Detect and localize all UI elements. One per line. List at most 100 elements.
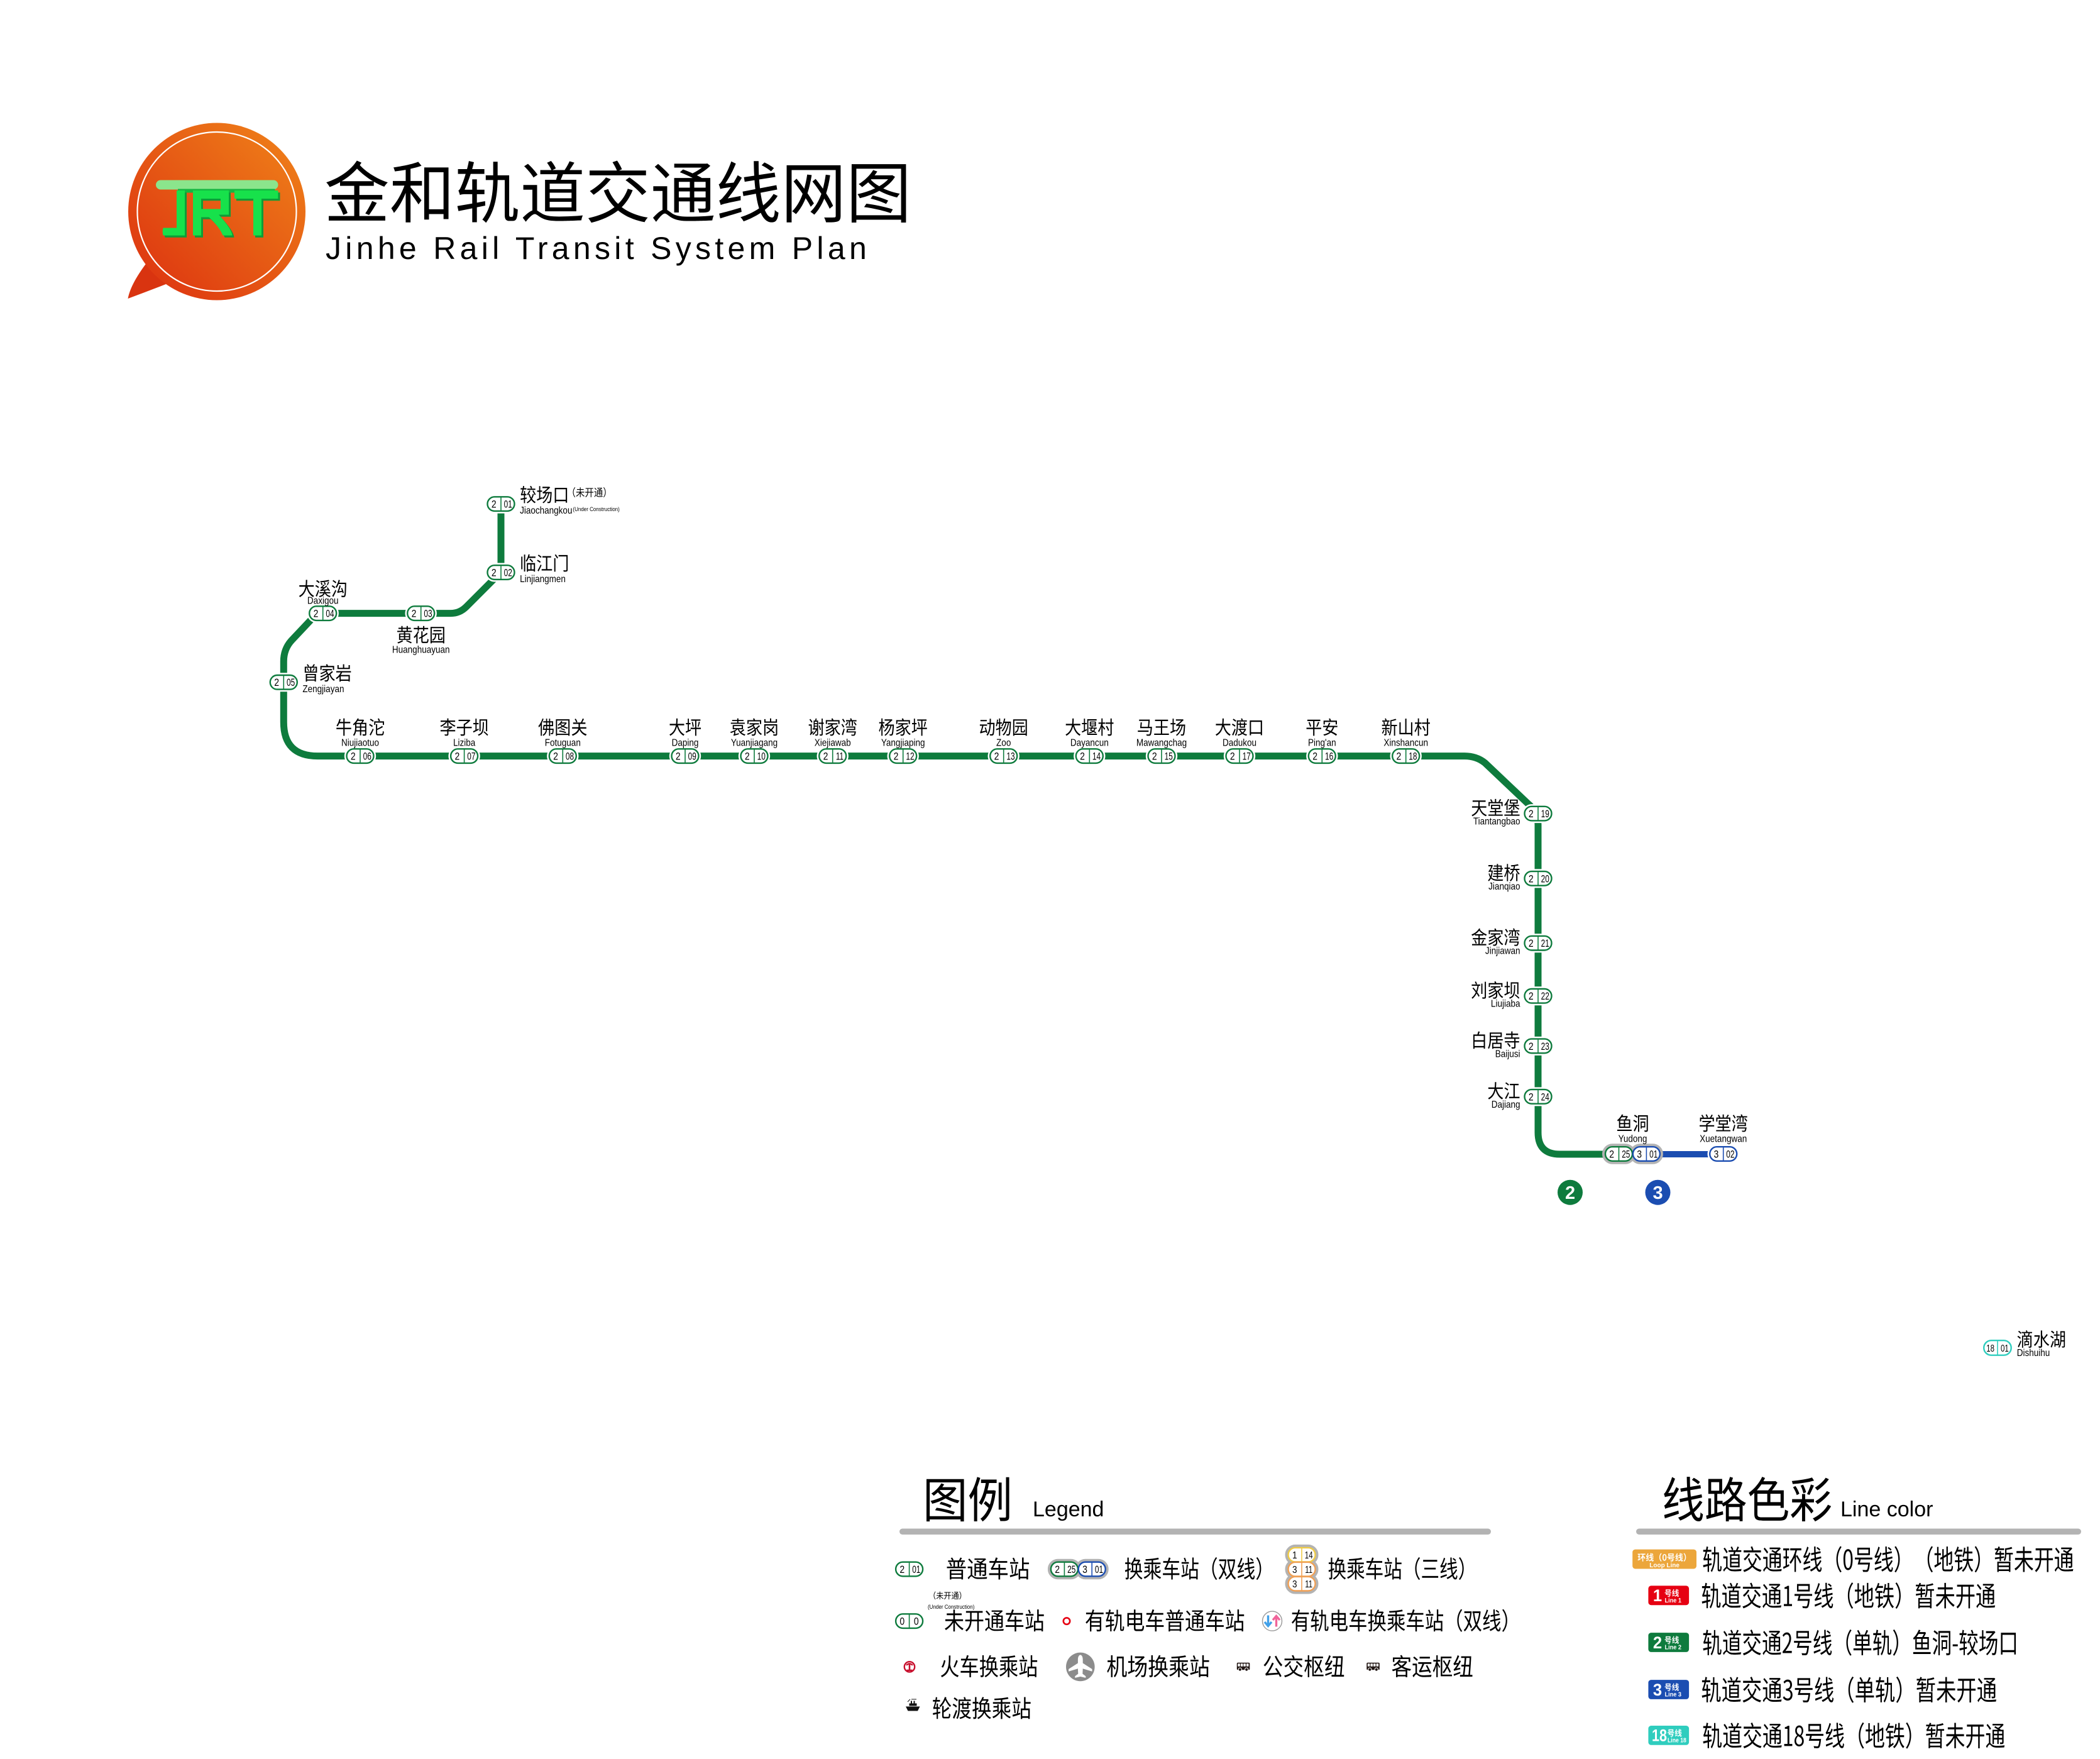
svg-text:1: 1: [1653, 1585, 1662, 1605]
svg-text:2: 2: [1609, 1149, 1614, 1160]
svg-text:23: 23: [1541, 1041, 1549, 1052]
svg-text:21: 21: [1541, 938, 1549, 949]
svg-text:2: 2: [1397, 751, 1402, 762]
svg-text:2: 2: [1529, 991, 1534, 1002]
svg-text:2: 2: [1565, 1183, 1575, 1203]
svg-text:2: 2: [1529, 808, 1534, 820]
svg-text:24: 24: [1541, 1092, 1549, 1103]
svg-text:2: 2: [1080, 751, 1085, 762]
svg-text:Yuanjiagang: Yuanjiagang: [731, 738, 778, 749]
svg-text:Xuetangwan: Xuetangwan: [1700, 1134, 1747, 1145]
svg-text:2: 2: [899, 1564, 904, 1575]
svg-text:(Under Construction): (Under Construction): [573, 505, 619, 512]
svg-text:02: 02: [1726, 1149, 1734, 1161]
svg-text:Fotuguan: Fotuguan: [545, 738, 581, 749]
svg-text:Jinjiawan: Jinjiawan: [1485, 946, 1520, 957]
svg-text:Xiejiawab: Xiejiawab: [815, 738, 851, 749]
svg-text:04: 04: [326, 609, 334, 620]
svg-text:Line 18: Line 18: [1668, 1737, 1686, 1745]
svg-text:2: 2: [1529, 1041, 1534, 1052]
svg-text:Jiaochangkou: Jiaochangkou: [520, 505, 572, 516]
svg-text:01: 01: [912, 1564, 920, 1575]
svg-text:0: 0: [899, 1616, 904, 1627]
svg-text:Niujiaotuo: Niujiaotuo: [341, 738, 379, 749]
svg-text:3: 3: [1653, 1680, 1662, 1699]
svg-text:17: 17: [1243, 751, 1251, 763]
svg-text:2: 2: [1055, 1564, 1060, 1575]
svg-text:2: 2: [274, 677, 279, 688]
svg-text:Dajiang: Dajiang: [1492, 1100, 1520, 1110]
svg-text:Line color: Line color: [1840, 1497, 1933, 1521]
svg-text:22: 22: [1541, 991, 1549, 1002]
svg-text:Ping'an: Ping'an: [1308, 738, 1336, 749]
svg-text:11: 11: [836, 751, 844, 763]
svg-text:3: 3: [1714, 1149, 1719, 1160]
svg-text:2: 2: [1529, 873, 1534, 885]
svg-text:Daxigou: Daxigou: [307, 596, 339, 607]
svg-text:2: 2: [553, 751, 558, 762]
svg-text:2: 2: [314, 608, 319, 619]
svg-text:10: 10: [757, 751, 766, 763]
svg-text:2: 2: [351, 751, 356, 762]
svg-text:02: 02: [504, 568, 512, 579]
svg-text:18: 18: [1652, 1727, 1667, 1746]
svg-text:Line 3: Line 3: [1665, 1691, 1682, 1699]
svg-text:Yudong: Yudong: [1619, 1134, 1647, 1145]
svg-text:15: 15: [1165, 751, 1173, 763]
svg-text:13: 13: [1006, 751, 1014, 763]
svg-text:2: 2: [823, 751, 828, 762]
svg-text:2: 2: [492, 499, 497, 510]
svg-text:19: 19: [1541, 808, 1549, 820]
svg-text:07: 07: [467, 751, 475, 763]
svg-text:2: 2: [1529, 1091, 1534, 1103]
svg-text:Yangjiaping: Yangjiaping: [881, 738, 925, 749]
svg-text:Dadukou: Dadukou: [1223, 738, 1256, 749]
svg-text:2: 2: [1529, 938, 1534, 949]
svg-text:2: 2: [455, 751, 460, 762]
svg-text:3: 3: [1292, 1565, 1297, 1575]
svg-text:Tiantangbao: Tiantangbao: [1473, 817, 1520, 827]
svg-text:Zengjiayan: Zengjiayan: [302, 684, 344, 695]
svg-text:2: 2: [1152, 751, 1157, 762]
svg-text:Loop Line: Loop Line: [1649, 1562, 1679, 1569]
svg-text:Jianqiao: Jianqiao: [1488, 881, 1520, 892]
svg-text:Dishuihu: Dishuihu: [2017, 1348, 2050, 1359]
svg-text:09: 09: [688, 751, 696, 763]
svg-text:25: 25: [1067, 1564, 1075, 1575]
svg-text:06: 06: [363, 751, 371, 763]
svg-text:2: 2: [1653, 1633, 1662, 1652]
svg-text:12: 12: [906, 751, 914, 763]
svg-text:2: 2: [676, 751, 681, 762]
svg-text:14: 14: [1305, 1549, 1313, 1560]
svg-text:01: 01: [1649, 1149, 1657, 1161]
svg-text:14: 14: [1092, 751, 1101, 763]
svg-text:Mawangchag: Mawangchag: [1136, 738, 1187, 749]
svg-text:18: 18: [1986, 1342, 1994, 1354]
svg-text:05: 05: [287, 677, 295, 688]
svg-text:3: 3: [1652, 1183, 1663, 1203]
svg-text:01: 01: [1095, 1564, 1103, 1575]
svg-text:0: 0: [914, 1616, 919, 1627]
svg-text:Xinshancun: Xinshancun: [1383, 738, 1428, 749]
svg-text:Daping: Daping: [672, 738, 699, 749]
svg-text:Jinhe Rail Transit System Plan: Jinhe Rail Transit System Plan: [326, 231, 871, 266]
svg-text:2: 2: [1312, 751, 1317, 762]
svg-text:08: 08: [566, 751, 574, 763]
svg-text:Line 2: Line 2: [1665, 1644, 1681, 1651]
svg-text:03: 03: [424, 609, 432, 620]
svg-text:Line 1: Line 1: [1665, 1597, 1682, 1604]
svg-text:3: 3: [1292, 1579, 1297, 1590]
svg-text:3: 3: [1637, 1149, 1642, 1160]
svg-text:01: 01: [2001, 1342, 2009, 1354]
svg-text:2: 2: [412, 608, 417, 619]
svg-text:2: 2: [994, 751, 999, 762]
svg-text:Legend: Legend: [1033, 1497, 1104, 1521]
svg-text:Liujiaba: Liujiaba: [1491, 999, 1520, 1010]
svg-text:2: 2: [492, 567, 497, 578]
svg-text:Zoo: Zoo: [996, 738, 1011, 749]
svg-text:11: 11: [1305, 1563, 1312, 1575]
svg-text:1: 1: [1292, 1550, 1297, 1561]
svg-text:2: 2: [1230, 751, 1235, 762]
svg-text:Liziba: Liziba: [453, 738, 476, 749]
svg-text:25: 25: [1622, 1149, 1630, 1161]
